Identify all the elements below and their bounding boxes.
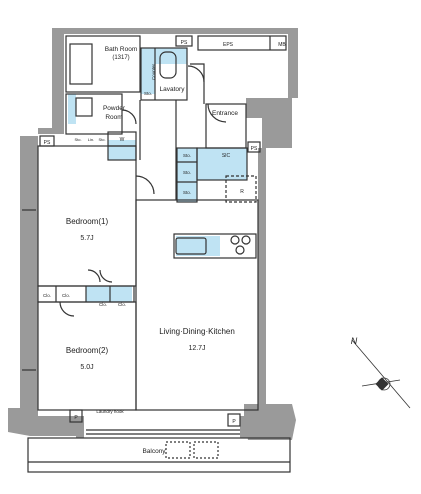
bedroom2-label: Bedroom(2)	[66, 346, 109, 355]
north-label: N	[351, 336, 358, 346]
entrance-label: Entrance	[212, 110, 238, 117]
counter-label: Counter	[151, 63, 156, 80]
r-label: R	[240, 189, 244, 195]
clo-label-3: Clo.	[99, 302, 107, 307]
clo-label-4: Clo.	[118, 302, 126, 307]
bath-room-size: (1317)	[112, 55, 129, 61]
sto-label-powder-1: Sto.	[74, 137, 81, 142]
clo-label-1: Clo.	[43, 293, 51, 298]
ldk-size: 12.7J	[188, 345, 205, 352]
sto-label-1: Sto.	[183, 153, 191, 158]
lin-label: Lin.	[88, 137, 94, 142]
balcony-label: Balcony	[142, 448, 166, 455]
storage-fills	[68, 48, 247, 302]
sic-label: SIC	[222, 153, 231, 159]
bedroom1-size: 5.7J	[80, 235, 93, 242]
sto-label-2: Sto.	[183, 170, 191, 175]
mb-label: MB	[278, 42, 286, 48]
powder-room-label-2: Room	[105, 114, 122, 121]
bedroom1-label: Bedroom(1)	[66, 217, 109, 226]
structural-walls	[8, 28, 298, 440]
p-label-right: P	[232, 419, 236, 425]
bedroom2-size: 5.0J	[80, 364, 93, 371]
ps-label-top: PS	[181, 40, 188, 46]
clo-label-2: Clo.	[62, 293, 70, 298]
sto-label-powder-2: Sto.	[98, 137, 105, 142]
p-label-left: P	[74, 415, 78, 421]
ldk-label: Living·Dining·Kitchen	[159, 327, 235, 336]
labels: Bath Room (1317) Counter Lavatory Powder…	[43, 40, 358, 455]
ps-label-left: PS	[44, 140, 51, 146]
interior-walls	[22, 35, 291, 473]
north-compass	[351, 339, 411, 409]
sto-label-3: Sto.	[183, 190, 191, 195]
ps-label-right: PS	[251, 146, 258, 152]
bath-room-label: Bath Room	[105, 46, 138, 53]
powder-room-label-1: Powder	[103, 105, 126, 112]
eps-label: EPS	[223, 42, 234, 48]
lavatory-label: Lavatory	[160, 86, 186, 93]
sto-label-lavatory: Sto.	[144, 91, 152, 96]
w-label: W	[120, 137, 125, 143]
laundry-hook-label: Laundry hook	[96, 409, 124, 414]
